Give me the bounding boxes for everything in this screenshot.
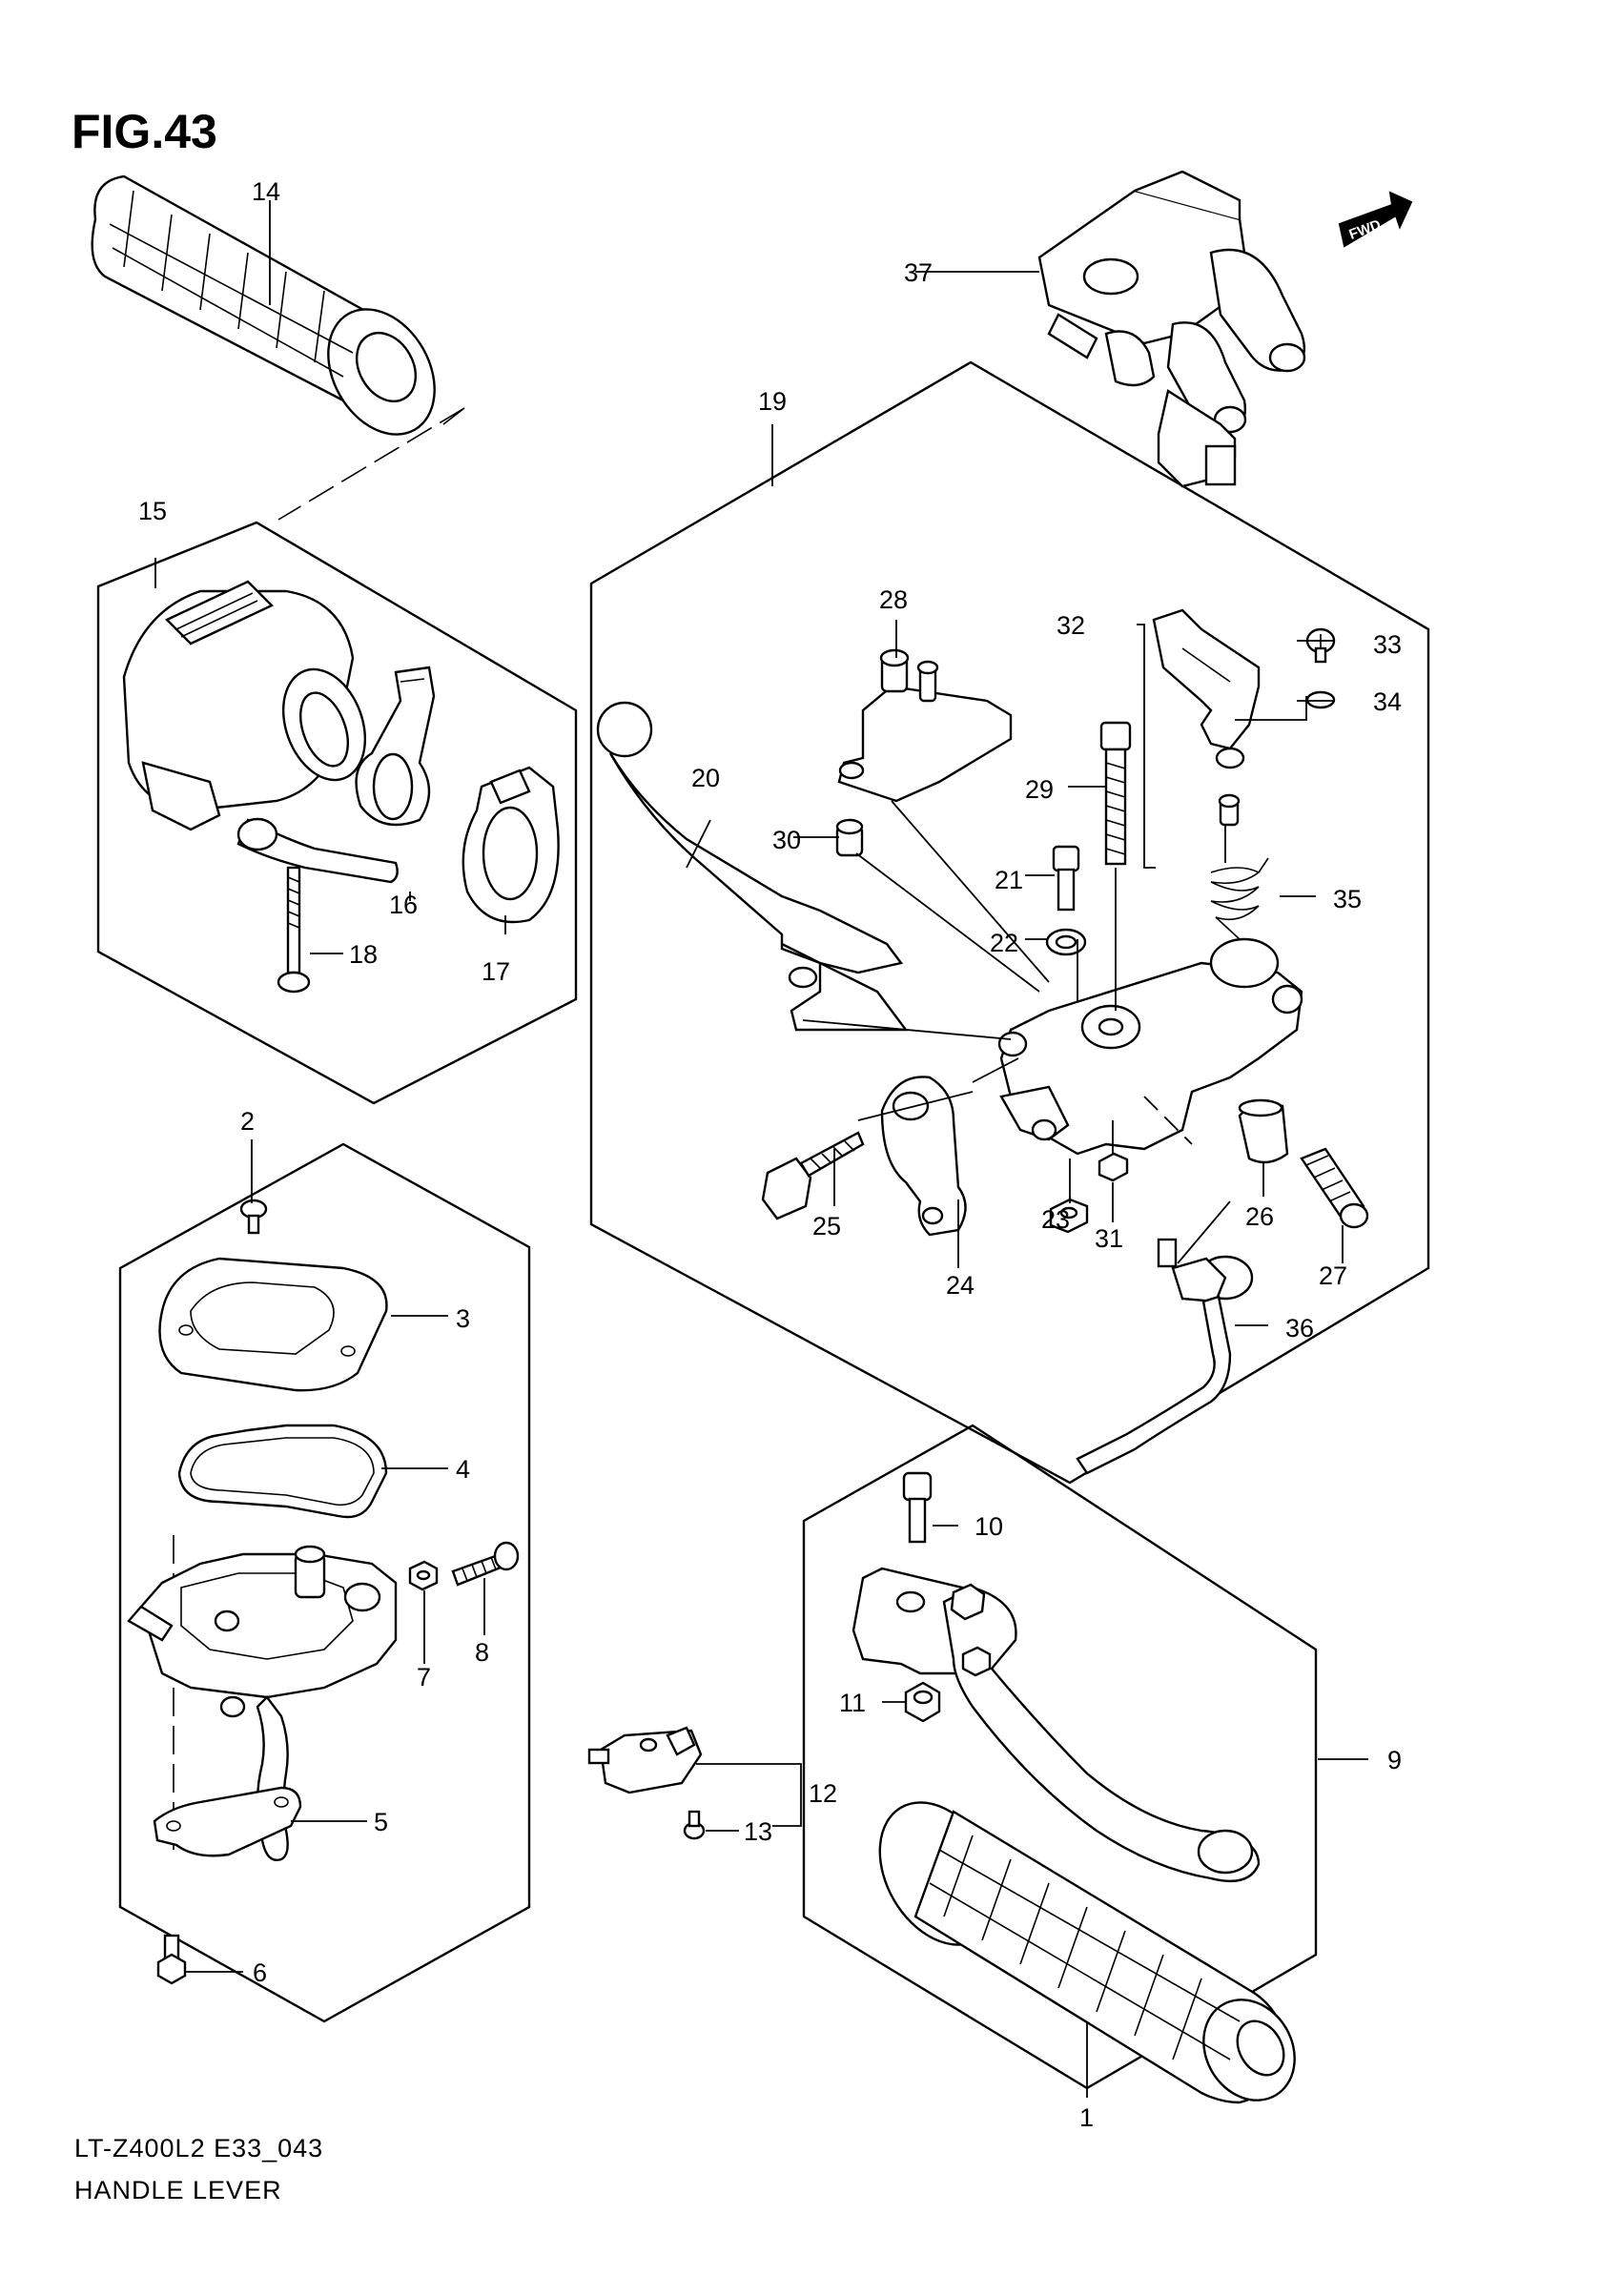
front-brake-cover — [1037, 170, 1306, 436]
callout-10: 10 — [975, 1512, 1003, 1541]
callout-14: 14 — [252, 177, 280, 206]
callout-6: 6 — [253, 1958, 267, 1987]
throttle-screw — [277, 866, 311, 994]
link-14-15 — [277, 407, 465, 521]
throttle-lever — [355, 666, 436, 827]
callout-9: 9 — [1387, 1746, 1402, 1774]
callout-19: 19 — [758, 387, 787, 416]
callout-22: 22 — [990, 929, 1018, 957]
bolt-29 — [1099, 721, 1132, 866]
group-9-outline — [802, 1424, 1318, 2090]
throttle-clamp — [462, 766, 560, 924]
nut-7 — [408, 1560, 439, 1591]
section-name: HANDLE LEVER — [74, 2176, 282, 2204]
callout-24: 24 — [946, 1271, 975, 1300]
bolt-10 — [902, 1471, 933, 1544]
group-15-outline — [96, 521, 578, 1105]
group-2-outline — [118, 1142, 531, 2023]
figure-title: FIG.43 — [72, 105, 217, 158]
fwd-arrow-icon: FWD — [1338, 191, 1413, 248]
callout-15: 15 — [138, 497, 167, 525]
link-14-tail — [442, 407, 465, 425]
callout-4: 4 — [456, 1455, 470, 1484]
clamp-24 — [880, 1076, 967, 1237]
callout-1: 1 — [1079, 2103, 1094, 2132]
adjuster-27 — [1300, 1147, 1369, 1229]
cover-3 — [158, 1257, 388, 1392]
spring-35 — [1210, 857, 1269, 940]
bolt-21 — [1052, 845, 1080, 912]
switch-housing-body — [127, 1545, 398, 1861]
callout-30: 30 — [772, 826, 801, 854]
callout-8: 8 — [475, 1638, 489, 1667]
callout-23: 23 — [1041, 1205, 1070, 1234]
callout-31: 31 — [1095, 1224, 1123, 1253]
left-grip — [91, 174, 436, 436]
callout-35: 35 — [1333, 885, 1362, 913]
callout-3: 3 — [456, 1304, 470, 1333]
collar-30 — [835, 818, 864, 857]
callout-16: 16 — [389, 891, 418, 919]
right-grip — [878, 1801, 1296, 2104]
callout-26: 26 — [1245, 1202, 1274, 1231]
callout-34: 34 — [1373, 687, 1402, 716]
callout-18: 18 — [349, 940, 378, 969]
callout-17: 17 — [482, 957, 510, 986]
leader-lines — [154, 200, 1368, 2098]
boot-26 — [1238, 1098, 1289, 1164]
callout-28: 28 — [879, 585, 908, 614]
screw-13 — [683, 1810, 706, 1840]
callout-32: 32 — [1057, 611, 1085, 640]
callout-25: 25 — [812, 1212, 841, 1240]
screw-6 — [156, 1934, 187, 1985]
bolt-25 — [761, 1131, 865, 1220]
model-code: LT-Z400L2 E33_043 — [74, 2134, 323, 2163]
washer-34 — [1305, 690, 1336, 709]
callout-7: 7 — [417, 1663, 431, 1691]
master-cylinder-bracket — [997, 937, 1303, 1156]
callout-27: 27 — [1319, 1261, 1347, 1290]
screw-2 — [239, 1199, 268, 1235]
callout-33: 33 — [1373, 630, 1402, 659]
callout-2: 2 — [240, 1107, 255, 1136]
throttle-housing — [122, 580, 399, 884]
gasket-4 — [177, 1424, 388, 1519]
callout-5: 5 — [374, 1808, 388, 1836]
callout-13: 13 — [744, 1817, 772, 1846]
switch-32 — [1152, 389, 1261, 827]
group-19-leaders — [802, 696, 1307, 1264]
screw-8 — [451, 1541, 520, 1587]
callout-11: 11 — [839, 1689, 866, 1717]
group-19-outline — [589, 360, 1430, 1485]
callout-21: 21 — [995, 866, 1023, 894]
brake-lever-9 — [852, 1567, 1261, 1883]
washer-22 — [1045, 928, 1087, 956]
plate-5 — [153, 1786, 302, 1857]
bracket-28 — [837, 648, 1013, 803]
callout-12: 12 — [809, 1779, 837, 1808]
callout-37: 37 — [904, 258, 933, 287]
screw-33 — [1305, 627, 1336, 664]
callout-29: 29 — [1025, 775, 1054, 804]
callout-20: 20 — [691, 764, 720, 792]
lever-20 — [596, 701, 909, 1032]
brake-switch-12 — [587, 1726, 703, 1794]
nut-11 — [904, 1681, 941, 1723]
brake-switch-36 — [1076, 1238, 1254, 1475]
nut-31 — [1098, 1152, 1129, 1182]
callout-36: 36 — [1285, 1314, 1314, 1343]
